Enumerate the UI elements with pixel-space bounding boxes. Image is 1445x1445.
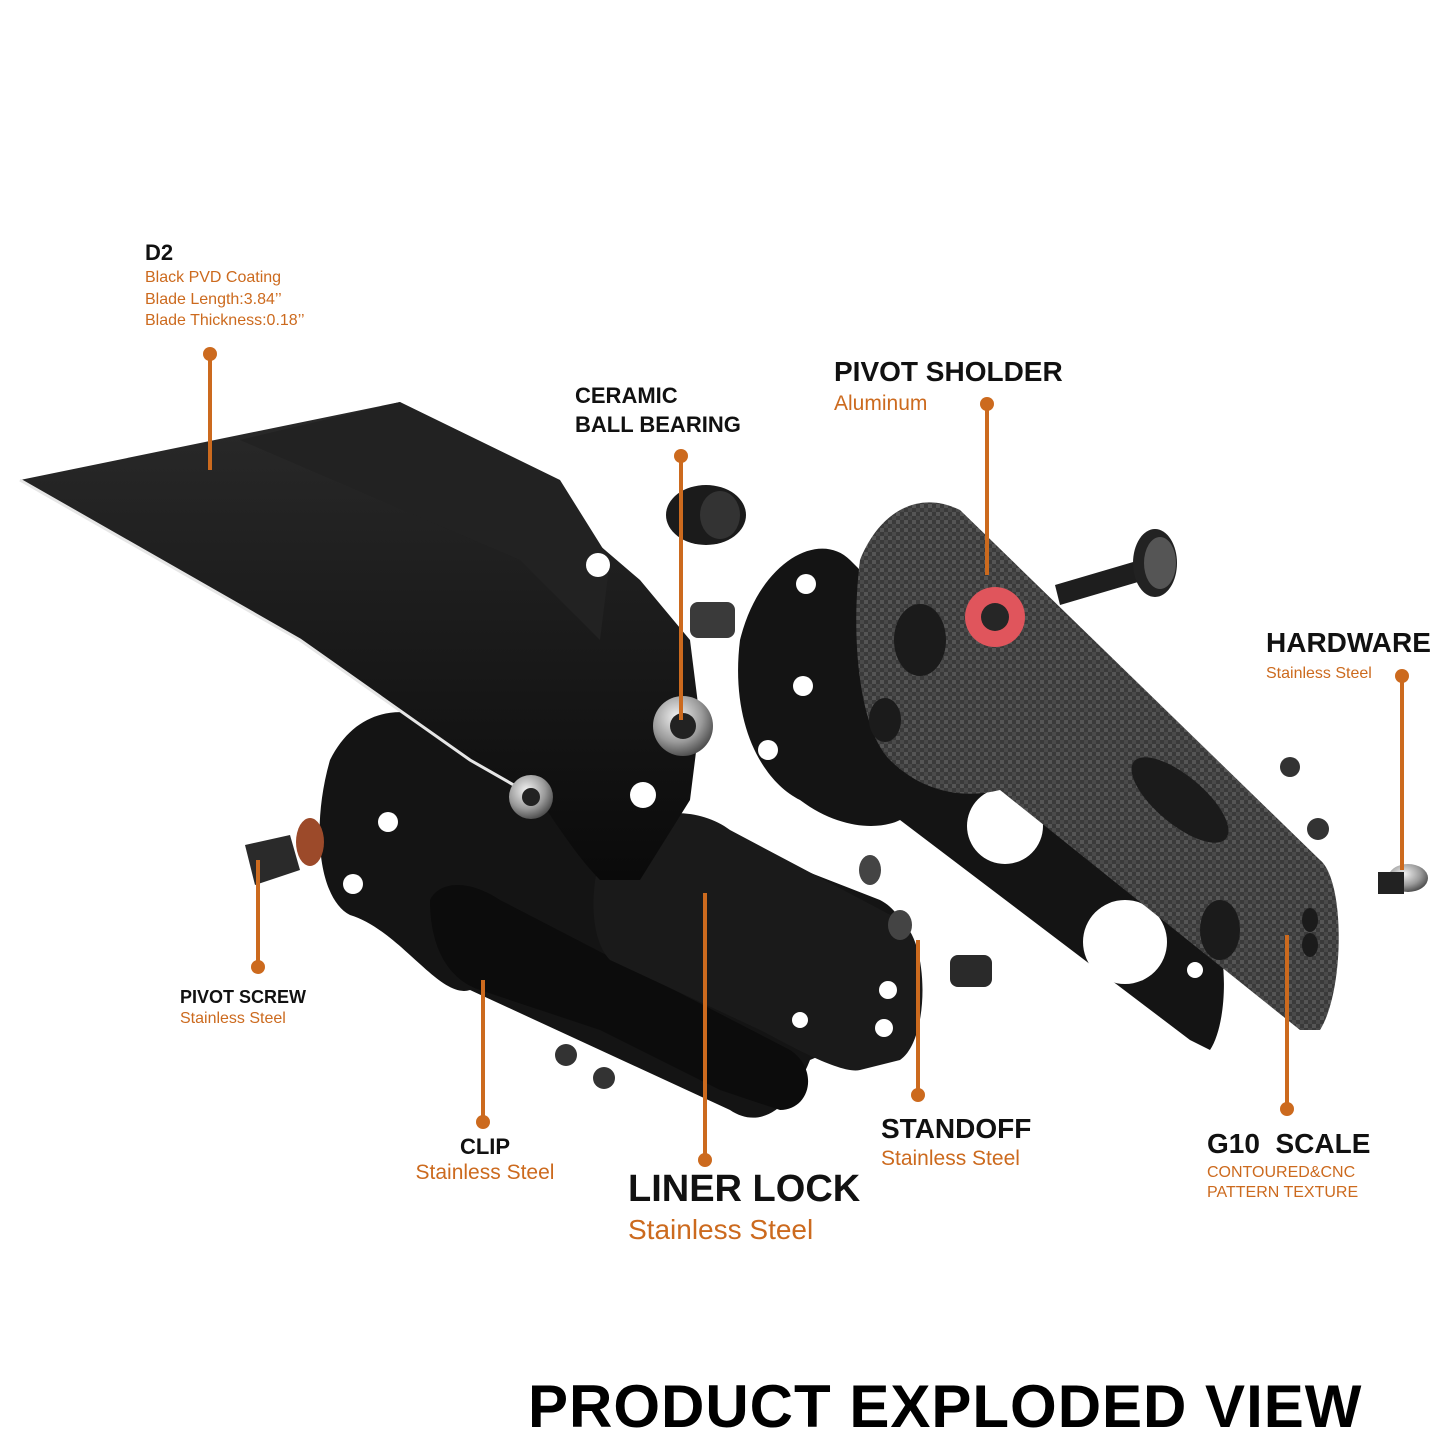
- ceramic-bearing-lower: [509, 775, 553, 819]
- label-pivot-sholder-sub: Aluminum: [834, 392, 928, 416]
- label-liner-lock-sub: Stainless Steel: [628, 1213, 814, 1245]
- label-d2-line-2: Blade Length:3.84’’: [145, 290, 282, 308]
- hardware-big-screw: [1055, 529, 1177, 605]
- liner-holes: [343, 812, 897, 1037]
- label-ceramic-ball-bearing: CERAMIC BALL BEARING: [575, 383, 741, 438]
- label-d2-title: D2: [145, 240, 174, 265]
- label-ceramic-line-2: BALL BEARING: [575, 412, 741, 438]
- standoff-parts: [859, 855, 992, 987]
- label-standoff: STANDOFF Stainless Steel: [881, 1113, 1031, 1171]
- label-d2: D2 Black PVD Coating Blade Length:3.84’’…: [145, 240, 305, 330]
- pivot-screw-part: [245, 835, 300, 885]
- label-pivot-sholder: PIVOT SHOLDER Aluminum: [834, 356, 1063, 416]
- label-standoff-title: STANDOFF: [881, 1113, 1032, 1144]
- label-hardware: HARDWARE Stainless Steel: [1266, 627, 1431, 684]
- label-standoff-sub: Stainless Steel: [881, 1147, 1020, 1171]
- label-g10-line-1: CONTOURED&CNC: [1207, 1164, 1356, 1182]
- label-hardware-title: HARDWARE: [1266, 627, 1431, 658]
- label-pivot-screw-title: PIVOT SCREW: [180, 987, 307, 1007]
- label-ceramic-line-1: CERAMIC: [575, 383, 678, 408]
- blade-edge: [19, 478, 541, 802]
- label-liner-lock-title: LINER LOCK: [628, 1168, 861, 1210]
- label-g10-scale: G10 SCALE CONTOURED&CNC PATTERN TEXTURE: [1207, 1128, 1370, 1202]
- clip-screws: [555, 1044, 615, 1089]
- label-pivot-screw-sub: Stainless Steel: [180, 1009, 286, 1027]
- label-clip: CLIP Stainless Steel: [414, 1134, 556, 1185]
- footer-title: PRODUCT EXPLODED VIEW: [528, 1373, 1363, 1440]
- label-g10-line-2: PATTERN TEXTURE: [1207, 1183, 1359, 1201]
- label-liner-lock: LINER LOCK Stainless Steel: [628, 1168, 860, 1246]
- label-pivot-sholder-title: PIVOT SHOLDER: [834, 356, 1063, 387]
- ceramic-bearing-upper: [653, 696, 713, 756]
- pivot-washer: [296, 818, 324, 866]
- pivot-shoulder-part: [965, 587, 1025, 647]
- blade-holes: [586, 553, 656, 808]
- g10-contours: [869, 604, 1318, 960]
- label-clip-title: CLIP: [459, 1134, 511, 1159]
- label-clip-sub: Stainless Steel: [415, 1161, 555, 1185]
- label-d2-line-1: Black PVD Coating: [145, 269, 282, 287]
- blade-spine-bevel: [240, 402, 610, 640]
- callout-leaders: [203, 347, 1409, 1167]
- liner-lock-plate: [593, 813, 923, 1071]
- label-hardware-sub: Stainless Steel: [1266, 665, 1372, 683]
- label-d2-line-3: Blade Thickness:0.18’’: [145, 312, 305, 330]
- label-g10-title: G10 SCALE: [1207, 1128, 1371, 1159]
- small-pin-part: [690, 602, 735, 638]
- clip-part: [430, 885, 809, 1110]
- hardware-screws: [1280, 757, 1428, 894]
- pivot-cap-part: [666, 485, 746, 545]
- label-pivot-screw: PIVOT SCREW Stainless Steel: [180, 987, 306, 1028]
